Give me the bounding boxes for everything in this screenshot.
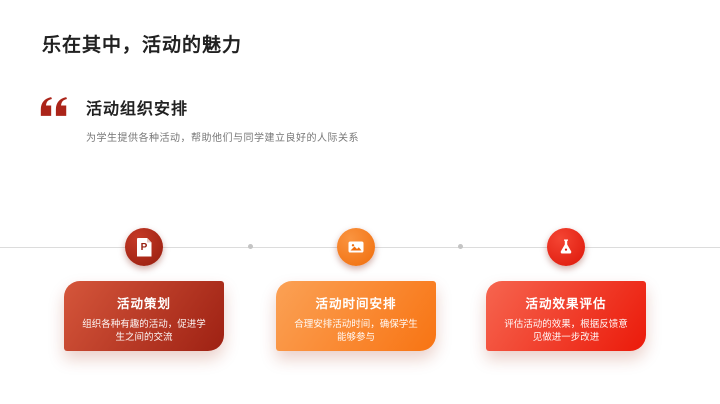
card-time-arrangement: 活动时间安排 合理安排活动时间，确保学生能够参与: [276, 281, 436, 351]
document-p-icon: P: [136, 237, 152, 257]
card-body: 组织各种有趣的活动，促进学生之间的交流: [82, 319, 206, 343]
card-title: 活动效果评估: [525, 297, 607, 311]
timeline-node-planning: P: [125, 228, 163, 266]
timeline-dot: [248, 244, 253, 249]
card-body: 评估活动的效果，根据反馈意见做进一步改进: [504, 319, 628, 343]
timeline-node-evaluation: [547, 228, 585, 266]
card-body: 合理安排活动时间，确保学生能够参与: [294, 319, 418, 343]
card-title: 活动策划: [116, 297, 171, 311]
card-activity-planning: 活动策划 组织各种有趣的活动，促进学生之间的交流: [64, 281, 224, 351]
document-letter: P: [140, 242, 148, 253]
quote-icon: [40, 97, 67, 116]
timeline-dot: [458, 244, 463, 249]
card-title: 活动时间安排: [315, 297, 397, 311]
timeline-node-schedule: [337, 228, 375, 266]
section-heading: 活动组织安排: [86, 101, 189, 118]
image-icon: [348, 241, 364, 253]
card-effect-evaluation: 活动效果评估 评估活动的效果，根据反馈意见做进一步改进: [486, 281, 646, 351]
section-subtitle: 为学生提供各种活动，帮助他们与同学建立良好的人际关系: [86, 133, 359, 144]
page-title: 乐在其中，活动的魅力: [42, 35, 243, 56]
folded-corner: [146, 237, 152, 243]
flask-icon: [560, 239, 572, 254]
